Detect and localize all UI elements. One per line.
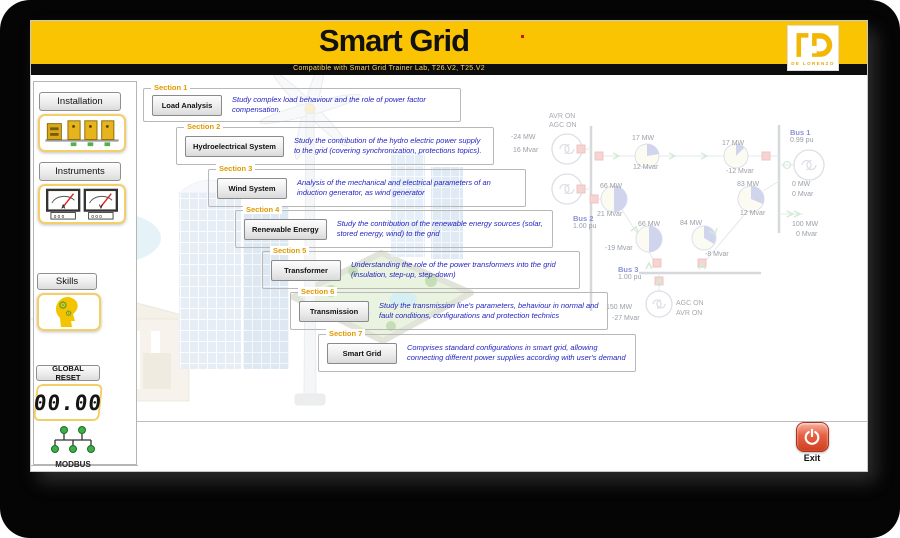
- smart-grid-button[interactable]: Smart Grid: [327, 342, 397, 364]
- delorenzo-logo: DE LORENZO: [787, 25, 839, 71]
- brand-name: DE LORENZO: [791, 61, 835, 66]
- exit-button[interactable]: [795, 422, 829, 452]
- skills-icon-box[interactable]: ⚙ ⚙: [37, 293, 101, 331]
- section-6-legend: Section 6: [298, 287, 338, 296]
- transformer-button[interactable]: Transformer: [271, 259, 341, 281]
- red-dot: [521, 35, 524, 38]
- section-6-description: Study the transmission line's parameters…: [379, 300, 599, 321]
- section-1-description: Study complex load behaviour and the rol…: [232, 94, 426, 115]
- section-5-legend: Section 5: [270, 246, 310, 255]
- dl-monogram-icon: [796, 33, 833, 57]
- section-2-legend: Section 2: [184, 122, 224, 131]
- exit-control: Exit: [792, 422, 832, 463]
- transmission-button[interactable]: Transmission: [299, 300, 369, 322]
- page-title: Smart Grid: [318, 23, 470, 58]
- section-7-legend: Section 7: [326, 329, 366, 338]
- section-5-group: Section 5 Transformer Understanding the ro…: [262, 246, 580, 289]
- section-2-group: Section 2 Hydroelectrical System Study the…: [176, 122, 494, 165]
- section-4-description: Study the contribution of the renewable …: [336, 218, 543, 239]
- section-3-description: Analysis of the mechanical and electrica…: [297, 177, 491, 198]
- footer-divider: [137, 421, 867, 422]
- svg-text:⚙: ⚙: [58, 300, 68, 312]
- installation-modules-icon: [45, 120, 119, 147]
- instruments-button[interactable]: Instruments: [39, 162, 121, 181]
- installation-icon-box[interactable]: [38, 114, 126, 152]
- section-1-group: Section 1 Load Analysis Study complex load…: [143, 83, 461, 122]
- svg-text:A: A: [61, 205, 65, 211]
- section-6-group: Section 6 Transmission Study the transmiss…: [290, 287, 608, 330]
- svg-text:0 0 0: 0 0 0: [54, 214, 65, 219]
- header-bar: Smart Grid: [31, 21, 867, 64]
- svg-text:0 0 0: 0 0 0: [91, 214, 102, 219]
- section-3-legend: Section 3: [216, 164, 256, 173]
- sidebar-bottom-border: [31, 465, 138, 466]
- sidebar-panel: Installation Instruments: [33, 81, 137, 465]
- svg-text:⚙: ⚙: [65, 309, 72, 318]
- installation-button[interactable]: Installation: [39, 92, 121, 111]
- power-icon: [804, 428, 820, 445]
- section-4-group: Section 4 Renewable Energy Study the contr…: [235, 205, 553, 248]
- compatibility-subtitle: Compatible with Smart Grid Trainer Lab, …: [293, 65, 485, 72]
- analog-meters-icon: A 0 0 0 V 0 0 0: [46, 188, 118, 220]
- section-7-group: Section 7 Smart Grid Comprises standard co…: [318, 329, 636, 372]
- sections-layer: Section 1 Load Analysis Study complex load…: [31, 21, 867, 471]
- section-5-description: Understanding the role of the power tran…: [351, 259, 556, 280]
- modbus-status[interactable]: MODBUS: [45, 425, 101, 469]
- global-reset-button[interactable]: GLOBAL RESET: [36, 364, 100, 382]
- exit-label: Exit: [803, 453, 821, 463]
- section-2-description: Study the contribution of the hydro elec…: [293, 135, 482, 156]
- section-4-legend: Section 4: [243, 205, 283, 214]
- head-gears-icon: ⚙ ⚙: [55, 296, 78, 327]
- modbus-network-icon: [51, 426, 95, 453]
- svg-text:V: V: [99, 205, 103, 211]
- section-1-legend: Section 1: [151, 83, 191, 92]
- load-analysis-button[interactable]: Load Analysis: [152, 94, 222, 116]
- renewable-energy-button[interactable]: Renewable Energy: [244, 218, 327, 240]
- skills-button[interactable]: Skills: [37, 273, 97, 290]
- hydroelectrical-system-button[interactable]: Hydroelectrical System: [185, 135, 284, 157]
- instruments-icon-box[interactable]: A 0 0 0 V 0 0 0: [38, 184, 126, 224]
- header-subtitle-strip: Compatible with Smart Grid Trainer Lab, …: [31, 64, 867, 75]
- section-7-description: Comprises standard configurations in sma…: [407, 342, 626, 363]
- section-3-group: Section 3 Wind System Analysis of the mech…: [208, 164, 526, 207]
- modbus-label: MODBUS: [55, 460, 91, 469]
- wind-system-button[interactable]: Wind System: [217, 177, 287, 199]
